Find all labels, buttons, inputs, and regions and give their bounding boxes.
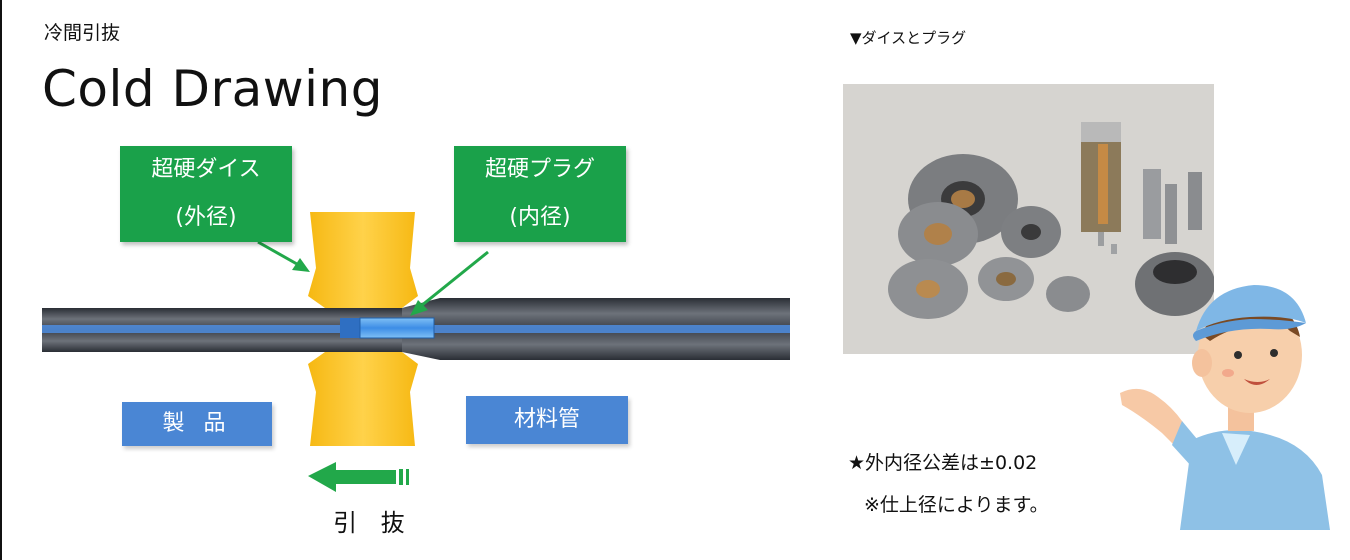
page-title: Cold Drawing [42, 60, 383, 118]
plug-arrowhead [410, 300, 428, 316]
dies-plugs-photo [843, 84, 1215, 354]
plug-arrow [415, 250, 489, 312]
finish-diameter-note: ※仕上径によります。 [864, 494, 1049, 516]
tolerance-note: ★外内径公差は±0.02 [848, 452, 1038, 474]
drawing-arrow [308, 462, 396, 492]
material-label: 材料管 [466, 396, 628, 444]
die-callout-line2: (外径) [175, 205, 237, 230]
page-subtitle: 冷間引抜 [44, 22, 121, 44]
plug [340, 318, 360, 338]
drawing-arrow-tail-1 [399, 469, 403, 485]
plug-body [359, 317, 435, 339]
drawing-label: 引 抜 [333, 509, 413, 537]
left-border [0, 0, 2, 560]
die-callout: 超硬ダイス (外径) [120, 146, 292, 242]
drawing-arrow-tail-2 [406, 469, 409, 485]
die-arrowhead [292, 258, 310, 272]
plug-callout-line2: (内径) [509, 205, 571, 230]
worker-illustration [1120, 285, 1330, 530]
plug-callout: 超硬プラグ (内径) [454, 146, 626, 242]
plug-callout-line1: 超硬プラグ [484, 157, 595, 182]
upper-die [308, 212, 418, 308]
die-callout-line1: 超硬ダイス [151, 157, 261, 182]
dies-plugs-caption: ▼ダイスとプラグ [850, 29, 967, 47]
product-label: 製 品 [122, 402, 272, 446]
cold-drawing-diagram [42, 212, 790, 492]
lower-die [308, 352, 418, 446]
